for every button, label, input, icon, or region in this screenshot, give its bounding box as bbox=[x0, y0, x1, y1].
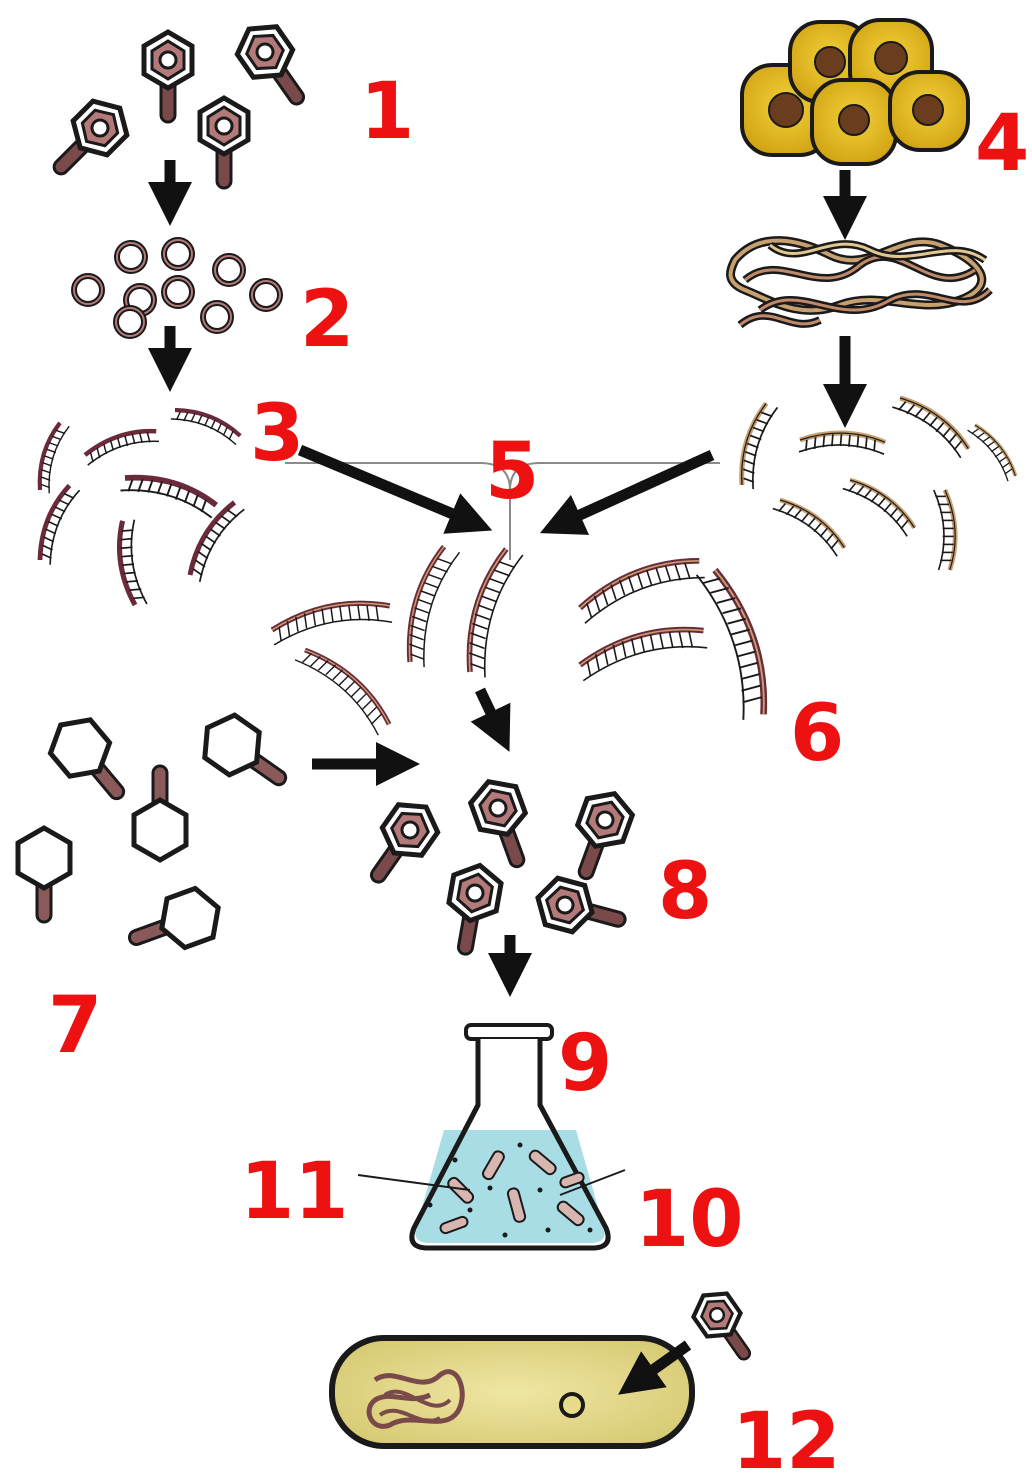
stage-4-donor-cells bbox=[742, 20, 968, 164]
arrow-6right-to-5 bbox=[560, 455, 712, 524]
stage-3-vector-fragments bbox=[31, 402, 249, 606]
stage-7-empty-coats bbox=[18, 706, 299, 964]
donor-dna-tangle bbox=[731, 241, 990, 325]
label-7: 7 bbox=[48, 981, 102, 1071]
stage-1-vectors bbox=[39, 15, 320, 189]
label-10: 10 bbox=[635, 1175, 744, 1265]
label-5: 5 bbox=[485, 427, 539, 517]
label-9: 9 bbox=[558, 1019, 612, 1109]
label-1: 1 bbox=[360, 67, 414, 157]
label-6: 6 bbox=[790, 689, 844, 779]
stage-2-ring-dna bbox=[74, 240, 280, 336]
stage-12-bacterium bbox=[332, 1284, 764, 1446]
label-4: 4 bbox=[975, 99, 1029, 189]
label-12: 12 bbox=[732, 1397, 841, 1474]
arrow-3-to-5 bbox=[300, 450, 472, 522]
donor-fragments bbox=[732, 390, 1019, 570]
arrow-6-to-8 bbox=[480, 690, 500, 732]
label-2: 2 bbox=[300, 275, 354, 365]
label-8: 8 bbox=[658, 847, 712, 937]
stage-labels: 1 2 3 4 5 6 7 8 9 10 11 12 bbox=[48, 67, 1029, 1474]
stage-8-recombinant-phages bbox=[355, 773, 637, 958]
label-11: 11 bbox=[240, 1147, 349, 1237]
recombinant-fragments bbox=[270, 544, 774, 739]
label-3: 3 bbox=[250, 389, 304, 479]
